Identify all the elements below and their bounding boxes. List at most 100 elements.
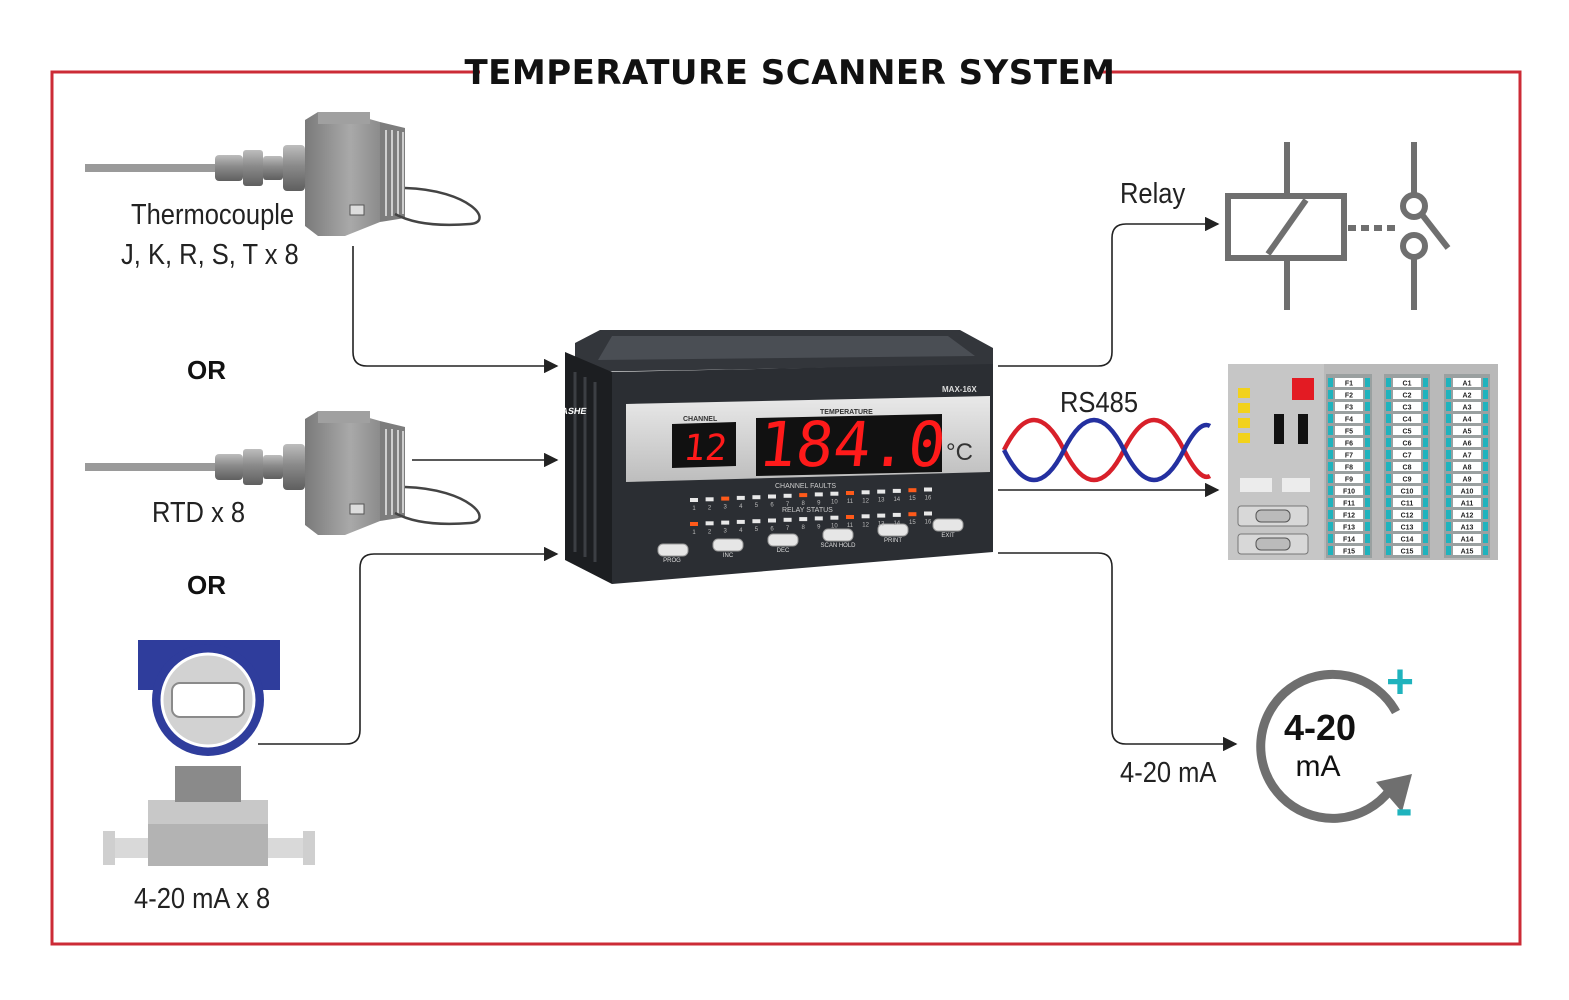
led-number: 4 — [739, 504, 743, 510]
plc-terminal-label-box — [1335, 426, 1363, 435]
led-number: 15 — [909, 496, 916, 502]
fault-led — [892, 488, 901, 493]
plc-terminal-screw — [1328, 378, 1333, 387]
plc-terminal-screw — [1328, 414, 1333, 423]
plc-terminal-label-box — [1453, 522, 1481, 531]
led-number: 11 — [847, 499, 854, 505]
thermocouple-sensor-icon — [85, 112, 481, 236]
plc-terminal-label: F1 — [1345, 381, 1353, 388]
fault-led — [846, 491, 854, 495]
plc-terminal-label: F4 — [1345, 417, 1353, 424]
plc-terminal-screw — [1446, 486, 1451, 495]
plc-terminal-label: F13 — [1343, 525, 1355, 532]
plc-terminal-screw — [1365, 546, 1370, 555]
plc-terminal-label-box — [1335, 510, 1363, 519]
plc-terminal-label: C11 — [1401, 501, 1414, 508]
led-number: 9 — [817, 500, 821, 506]
plc-terminal-label-box — [1393, 450, 1421, 459]
fault-led — [768, 494, 776, 499]
plc-terminal-screw — [1446, 522, 1451, 531]
plc-terminal-screw — [1328, 438, 1333, 447]
led-number: 1 — [692, 530, 696, 536]
plc-terminal-screw — [1328, 546, 1333, 555]
relay-led — [799, 517, 808, 522]
plc-terminal-screw — [1423, 390, 1428, 399]
relay-led — [924, 511, 932, 516]
plc-terminal-screw — [1483, 426, 1488, 435]
plc-terminal-label-box — [1335, 498, 1363, 507]
led-number: 7 — [786, 526, 790, 532]
plc-terminal-screw — [1365, 522, 1370, 531]
plc-terminal-screw — [1365, 426, 1370, 435]
relay-led — [892, 512, 901, 517]
plc-terminal-screw — [1483, 414, 1488, 423]
analog-output-label: 4-20 mA — [1120, 757, 1217, 789]
fault-led — [814, 492, 823, 497]
led-number: 3 — [724, 505, 728, 511]
plc-terminal-label-box — [1453, 426, 1481, 435]
plc-terminal-label-box — [1335, 450, 1363, 459]
plc-terminal-label: A9 — [1463, 477, 1472, 484]
plc-terminal-label: F11 — [1343, 501, 1355, 508]
thermocouple-types-label: J, K, R, S, T x 8 — [121, 239, 299, 271]
rs485-wave-icon — [1001, 417, 1212, 483]
plc-terminal-label-box — [1335, 462, 1363, 471]
plc-terminal-screw — [1386, 390, 1391, 399]
plc-terminal-label-box — [1393, 414, 1421, 423]
plc-terminal-screw — [1365, 390, 1370, 399]
plc-terminal-screw — [1423, 378, 1428, 387]
plc-terminal-label: A13 — [1461, 525, 1474, 532]
exit-button-label: EXIT — [941, 533, 955, 539]
plc-terminal-label: A10 — [1461, 489, 1474, 496]
plc-terminal-label-box — [1393, 402, 1421, 411]
led-number: 1 — [692, 506, 696, 512]
temperature-scanner-device — [565, 330, 993, 584]
plc-terminal-screw — [1365, 510, 1370, 519]
plc-terminal-screw — [1446, 438, 1451, 447]
plc-terminal-screw — [1446, 462, 1451, 471]
thermocouple-to-scanner-line — [352, 246, 559, 374]
plc-terminal-screw — [1386, 414, 1391, 423]
diagram-title: TEMPERATURE SCANNER SYSTEM — [464, 53, 1116, 93]
plc-terminal-label-box — [1335, 414, 1363, 423]
relay-led — [736, 519, 745, 524]
plc-terminal-screw — [1423, 426, 1428, 435]
plc-terminal-screw — [1446, 450, 1451, 459]
plc-terminal-label: A11 — [1461, 501, 1474, 508]
plc-terminal-label: F7 — [1345, 453, 1353, 460]
plc-terminal-screw — [1386, 522, 1391, 531]
plc-terminal-screw — [1423, 534, 1428, 543]
plc-terminal-screw — [1446, 426, 1451, 435]
plc-terminal-screw — [1446, 378, 1451, 387]
plc-terminal-screw — [1365, 402, 1370, 411]
led-number: 12 — [862, 498, 869, 504]
plc-terminal-label-box — [1393, 510, 1421, 519]
plc-terminal-screw — [1328, 510, 1333, 519]
plc-terminal-label-box — [1393, 462, 1421, 471]
led-number: 16 — [925, 496, 932, 502]
plc-terminal-label-box — [1453, 546, 1481, 555]
led-number: 5 — [755, 527, 759, 533]
plc-terminal-label-box — [1393, 426, 1421, 435]
plc-terminal-screw — [1483, 462, 1488, 471]
plc-terminal-screw — [1386, 546, 1391, 555]
plc-terminal-screw — [1446, 498, 1451, 507]
plc-terminal-screw — [1423, 462, 1428, 471]
led-number: 13 — [878, 498, 885, 504]
channel-number-labels: 1122334455667788991010111112121313141415… — [692, 496, 932, 537]
plc-terminal-label: C5 — [1403, 429, 1412, 436]
relay-led — [830, 515, 839, 520]
plc-terminal-screw — [1365, 450, 1370, 459]
led-number: 10 — [831, 524, 838, 530]
plc-terminal-label-box — [1335, 390, 1363, 399]
plc-terminal-screw — [1386, 378, 1391, 387]
plc-terminal-screw — [1423, 486, 1428, 495]
plc-terminal-label-box — [1453, 474, 1481, 483]
transmitter-to-scanner-line — [258, 546, 559, 745]
plc-terminal-screw — [1328, 534, 1333, 543]
fault-led — [861, 490, 870, 495]
scanner-to-relay-line — [998, 216, 1220, 367]
plc-terminal-label-box — [1453, 534, 1481, 543]
fault-led — [752, 495, 761, 500]
plc-terminal-screw — [1483, 498, 1488, 507]
